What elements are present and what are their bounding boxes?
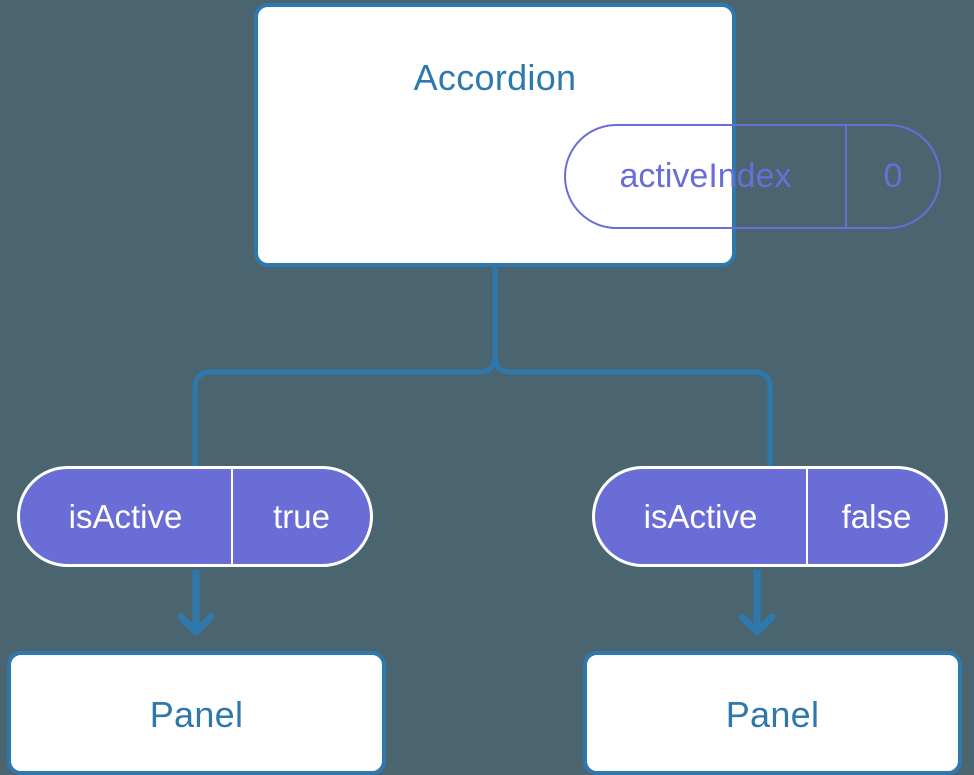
- accordion-component-node[interactable]: Accordion activeIndex 0: [254, 3, 941, 267]
- panel-node-label: Panel: [725, 694, 820, 735]
- prop-pill-value: false: [841, 497, 912, 535]
- panel-node-label: Panel: [149, 694, 244, 735]
- state-pill-value: 0: [883, 157, 903, 195]
- connector-right-branch: [492, 264, 773, 473]
- accordion-node-label: Accordion: [413, 57, 577, 98]
- panel-component-node-left[interactable]: Panel: [7, 651, 386, 775]
- arrow-left-head: [177, 613, 215, 636]
- state-pill-active-index[interactable]: activeIndex 0: [564, 124, 941, 229]
- state-pill-key: activeIndex: [566, 126, 847, 227]
- connector-left-branch: [192, 264, 498, 473]
- prop-pill-is-active-false[interactable]: isActive false: [592, 466, 948, 567]
- panel-component-node-right[interactable]: Panel: [583, 651, 962, 775]
- prop-pill-is-active-true[interactable]: isActive true: [17, 466, 373, 567]
- arrow-right-head: [738, 613, 776, 636]
- prop-pill-key: isActive: [595, 469, 808, 564]
- prop-pill-key: isActive: [20, 469, 233, 564]
- prop-pill-value: true: [273, 497, 330, 535]
